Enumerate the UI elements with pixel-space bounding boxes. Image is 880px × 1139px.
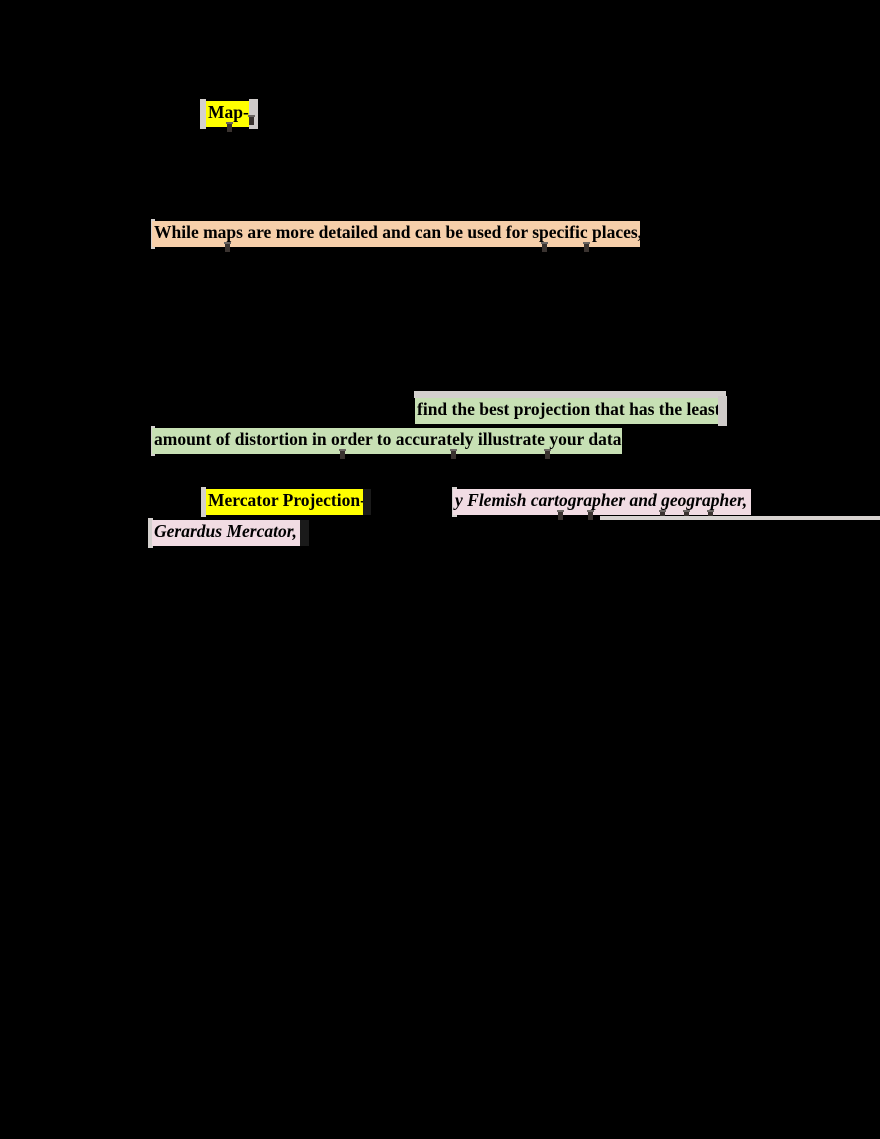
occluded-glyph-sliver-gerardus [300,520,309,546]
selection-edge-right-projection-line1 [718,396,727,426]
proofing-tick-flemish-1 [557,510,564,520]
selection-edge-left-gerardus [148,518,153,548]
proofing-tick-maps-3 [583,242,590,252]
highlighted-term-mercator-projection[interactable]: Mercator Projection- [206,489,366,515]
proofing-tick-maps-1 [224,242,231,252]
selection-edge-top-projection [414,391,726,398]
occluded-glyph-sliver-mercator [363,489,371,515]
proofing-tick-projection-2 [450,449,457,459]
horizontal-rule-right-margin [600,516,880,520]
highlighted-clause-projection-line2[interactable]: amount of distortion in order to accurat… [152,428,626,454]
highlighted-italic-flemish-line1[interactable]: y Flemish cartographer and geographer, [453,489,751,515]
proofing-tick-map-2 [248,115,255,125]
selection-edge-left-map [200,99,206,129]
proofing-tick-projection-1 [339,449,346,459]
highlighted-italic-gerardus-line2[interactable]: Gerardus Mercator, [152,520,300,546]
proofing-tick-projection-3 [544,449,551,459]
selection-edge-right-map [249,99,258,129]
highlighted-clause-projection-line1[interactable]: find the best projection that has the le… [415,398,723,424]
proofing-tick-map [226,122,233,132]
proofing-tick-maps-2 [541,242,548,252]
selection-edge-left-mercator [201,487,206,517]
proofing-tick-flemish-2 [587,510,594,520]
highlighted-sentence-maps-detail[interactable]: While maps are more detailed and can be … [152,221,642,247]
